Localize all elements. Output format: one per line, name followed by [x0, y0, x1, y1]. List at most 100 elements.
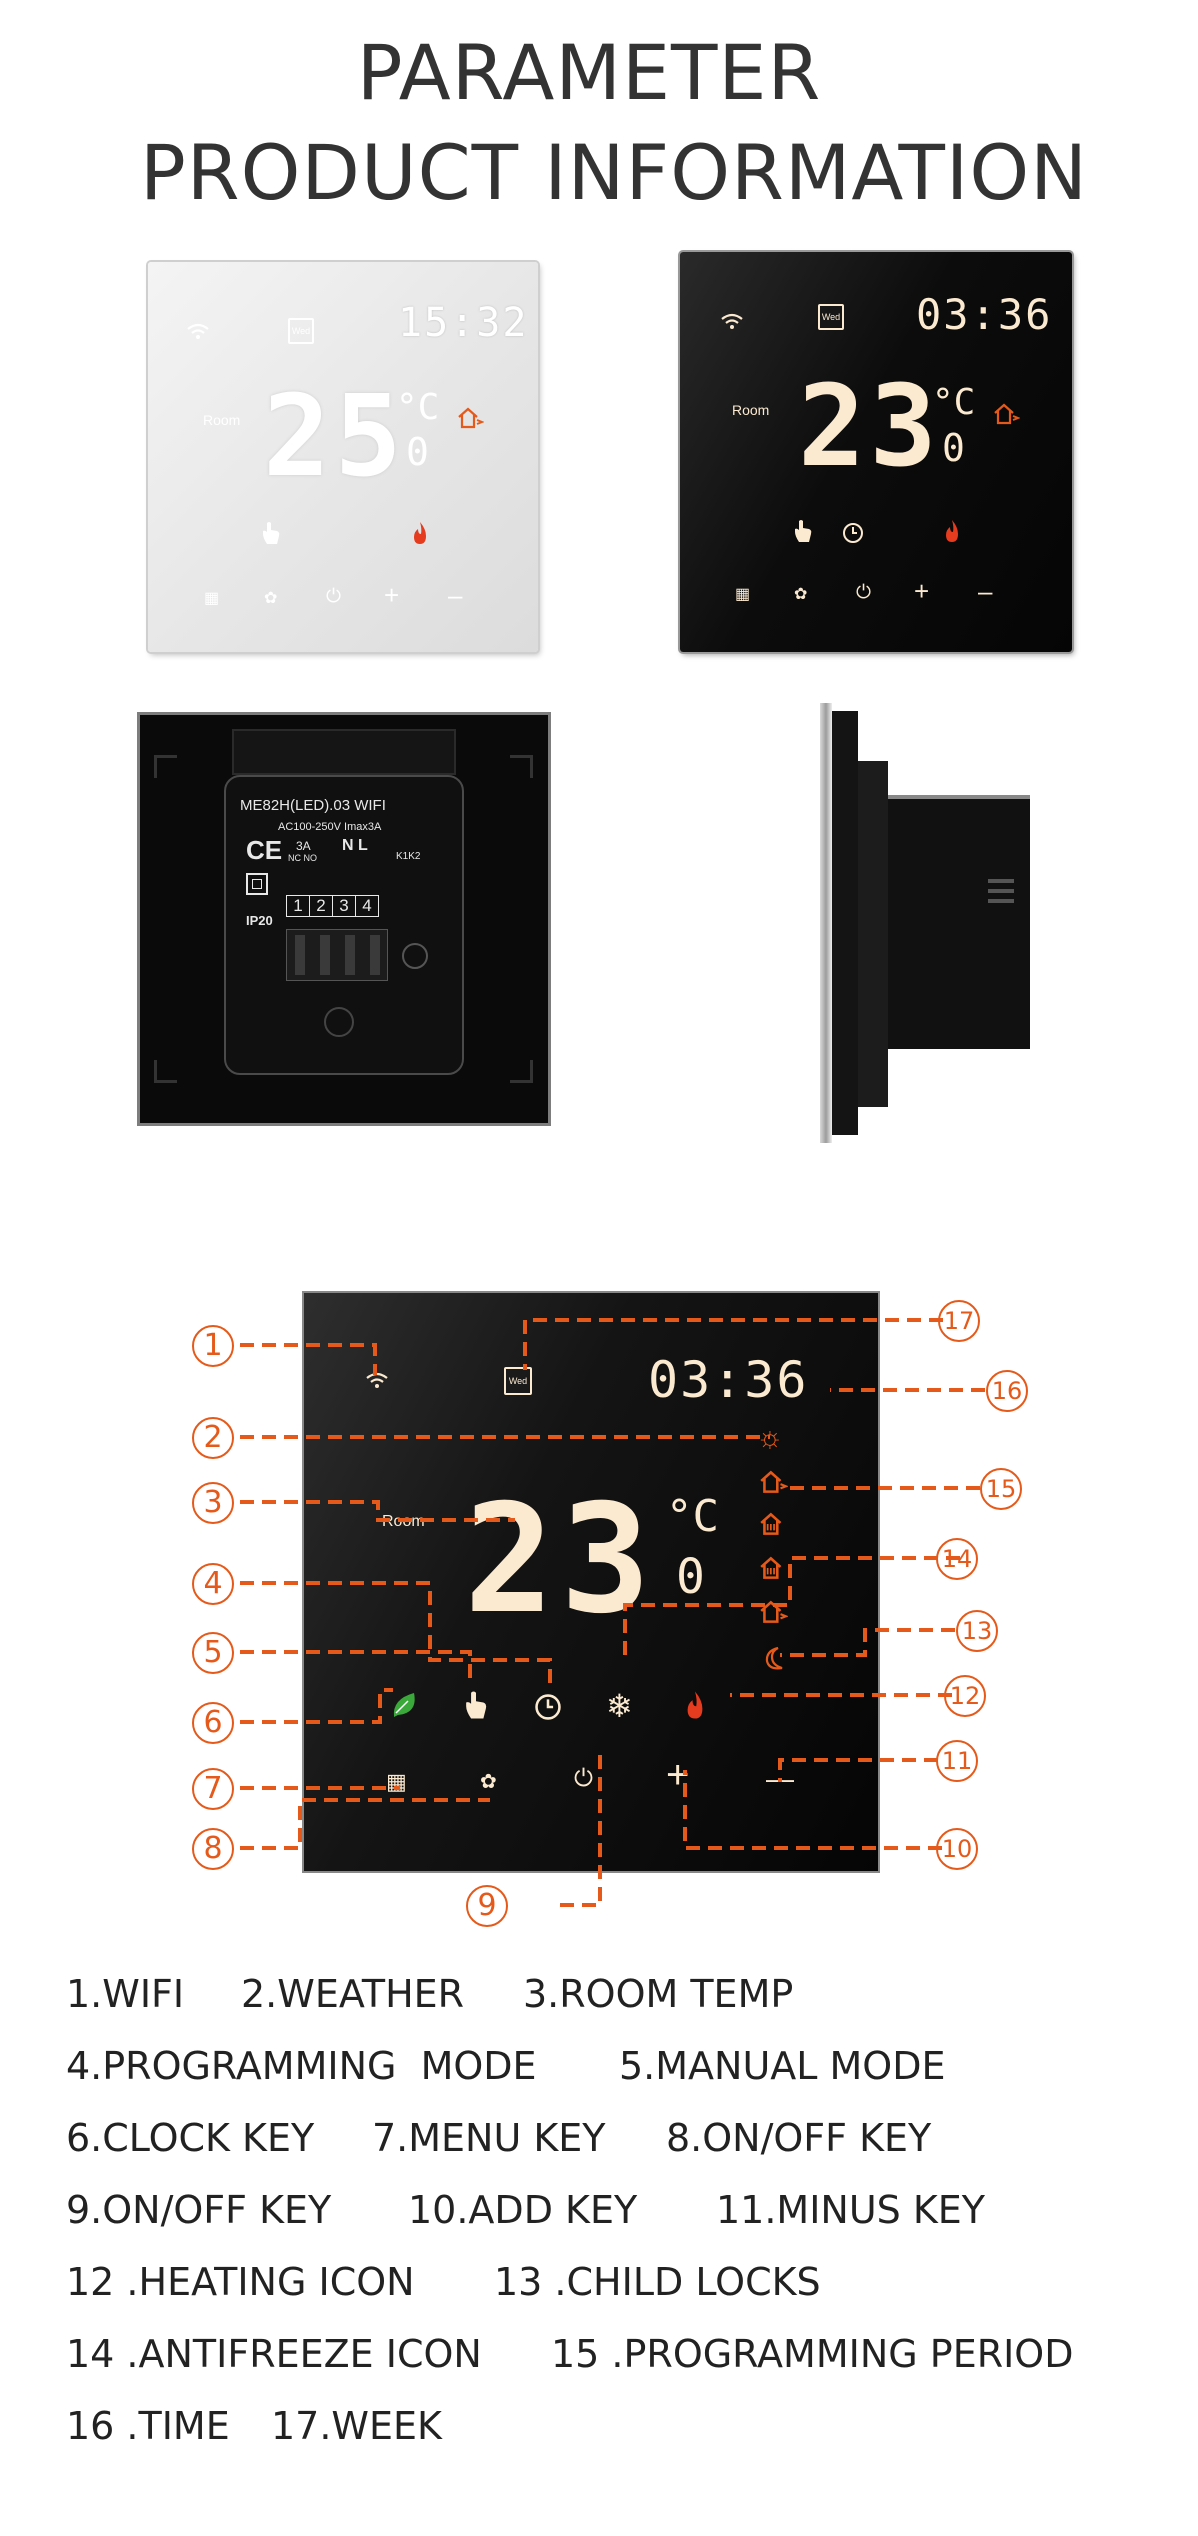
heating-flame-icon — [946, 520, 958, 542]
callout-17: 17 — [938, 1300, 980, 1342]
callout-11: 11 — [936, 1740, 978, 1782]
thermostat-back-panel: ME82H(LED).03 WIFI AC100-250V Imax3A CE … — [137, 712, 551, 1126]
corner-bracket — [154, 755, 177, 778]
power-key-icon[interactable]: ⏻ — [856, 582, 872, 603]
temperature-unit: °C — [396, 387, 440, 428]
legend-line-5: 12 .HEATING ICON 13 .CHILD LOCKS — [66, 2260, 821, 2392]
callout-10: 10 — [936, 1828, 978, 1870]
hand-icon[interactable] — [462, 1689, 490, 1721]
child-lock-moon-icon — [765, 1646, 783, 1670]
menu-key-icon[interactable]: ▦ — [204, 590, 220, 607]
room-temperature-display: 23 — [464, 1473, 657, 1647]
menu-key-icon[interactable]: ▦ — [386, 1769, 407, 1794]
room-label: Room — [732, 402, 770, 418]
terminal-number: 3 — [333, 896, 356, 916]
menu-key-icon[interactable]: ▦ — [735, 586, 751, 603]
callout-1: 1 — [192, 1325, 234, 1367]
legend-item: 12 .HEATING ICON — [66, 2260, 415, 2304]
programming-period-icon — [458, 407, 484, 429]
callout-7: 7 — [192, 1768, 234, 1810]
legend-line-2: 4.PROGRAMMING MODE 5.MANUAL MODE — [66, 2044, 946, 2176]
callout-13: 13 — [956, 1610, 998, 1652]
page-title-line-1: PARAMETER — [356, 28, 822, 117]
legend-item: 9.ON/OFF KEY — [66, 2188, 332, 2232]
legend-item: 13 .CHILD LOCKS — [494, 2260, 821, 2304]
k1k2-label: K1K2 — [396, 851, 421, 862]
amp-label: 3A — [296, 839, 311, 853]
legend-line-1: 1.WIFI 2.WEATHER 3.ROOM TEMP — [66, 1972, 793, 2148]
legend-item: 16 .TIME — [66, 2404, 230, 2448]
wifi-icon — [721, 313, 743, 329]
legend-item: 2.WEATHER — [241, 1972, 465, 2016]
leave-period-icon — [760, 1600, 788, 1623]
ce-mark: CE — [246, 835, 283, 865]
legend-item: 8.ON/OFF KEY — [666, 2116, 932, 2160]
model-label: ME82H(LED).03 WIFI — [240, 797, 386, 814]
legend-item: 14 .ANTIFREEZE ICON — [66, 2332, 482, 2376]
callout-3: 3 — [192, 1482, 234, 1524]
screw — [402, 943, 428, 969]
legend-item: 10.ADD KEY — [408, 2188, 638, 2232]
thermostat-side-view — [820, 703, 1030, 1143]
legend-line-6: 14 .ANTIFREEZE ICON 15 .PROGRAMMING PERI… — [66, 2332, 1073, 2464]
callout-15: 15 — [980, 1468, 1022, 1510]
temperature-decimal: 0 — [676, 1549, 705, 1605]
legend-line-3: 6.CLOCK KEY 7.MENU KEY 8.ON/OFF KEY — [66, 2116, 931, 2292]
screw — [324, 1007, 354, 1037]
white-thermostat-front: Wed 15:32 Room 25 °C 0 ▦ ✿ ⏻ + – — [148, 262, 538, 652]
temperature-decimal: 0 — [942, 426, 965, 470]
week-day-indicator: Wed — [818, 304, 844, 330]
heating-flame-icon — [414, 522, 426, 544]
fan-key-icon[interactable]: ✿ — [480, 1771, 497, 1793]
callout-12: 12 — [944, 1675, 986, 1717]
leaf-icon — [393, 1693, 415, 1717]
legend-item: 5.MANUAL MODE — [619, 2044, 946, 2088]
callout-4: 4 — [192, 1563, 234, 1605]
add-key-icon[interactable]: + — [914, 576, 930, 606]
programming-period-icon — [994, 403, 1020, 425]
week-day-indicator: Wed — [288, 318, 314, 344]
legend-item: 15 .PROGRAMMING PERIOD — [551, 2332, 1074, 2376]
corner-bracket — [510, 1060, 533, 1083]
minus-key-icon[interactable]: – — [978, 576, 993, 606]
clock-display: 03:36 — [916, 290, 1053, 339]
hand-icon[interactable] — [792, 518, 814, 544]
page-title-line-2: PRODUCT INFORMATION — [139, 128, 1089, 217]
callout-9: 9 — [466, 1885, 508, 1927]
spec-label: AC100-250V Imax3A — [278, 821, 382, 833]
clock-icon[interactable] — [842, 522, 864, 544]
power-key-icon[interactable]: ⏻ — [574, 1765, 593, 1792]
frame-step — [858, 761, 888, 1107]
clock-icon[interactable] — [534, 1693, 562, 1721]
fan-key-icon[interactable]: ✿ — [264, 590, 278, 607]
callout-8: 8 — [192, 1828, 234, 1870]
screw-terminal-block — [286, 929, 388, 981]
fan-key-icon[interactable]: ✿ — [794, 586, 808, 603]
terminal-number: 2 — [310, 896, 333, 916]
power-key-icon[interactable]: ⏻ — [326, 586, 342, 607]
nc-no-label: NC NO — [288, 853, 317, 863]
callout-2: 2 — [192, 1417, 234, 1459]
callout-14: 14 — [936, 1538, 978, 1580]
room-label: Room — [203, 412, 241, 428]
temperature-decimal: 0 — [406, 430, 429, 474]
temperature-unit: °C — [666, 1491, 719, 1542]
clock-display: 03:36 — [648, 1351, 809, 1409]
minus-key-icon[interactable]: – — [448, 580, 463, 610]
hand-icon[interactable] — [260, 520, 282, 546]
glass-edge — [820, 703, 832, 1143]
callout-6: 6 — [192, 1702, 234, 1744]
terminal-number-strip: 1 2 3 4 — [286, 895, 379, 917]
wifi-icon — [187, 323, 209, 339]
snowflake-icon: ❄ — [606, 1688, 633, 1724]
corner-bracket — [510, 755, 533, 778]
room-temperature-display: 25 — [263, 372, 406, 502]
add-key-icon[interactable]: + — [384, 580, 400, 610]
callout-5: 5 — [192, 1632, 234, 1674]
n-l-label: N L — [342, 837, 368, 854]
legend-item: 17.WEEK — [271, 2404, 442, 2448]
legend-item: 11.MINUS KEY — [716, 2188, 986, 2232]
home-period-icon — [760, 1512, 782, 1535]
legend-item: 6.CLOCK KEY — [66, 2116, 315, 2160]
